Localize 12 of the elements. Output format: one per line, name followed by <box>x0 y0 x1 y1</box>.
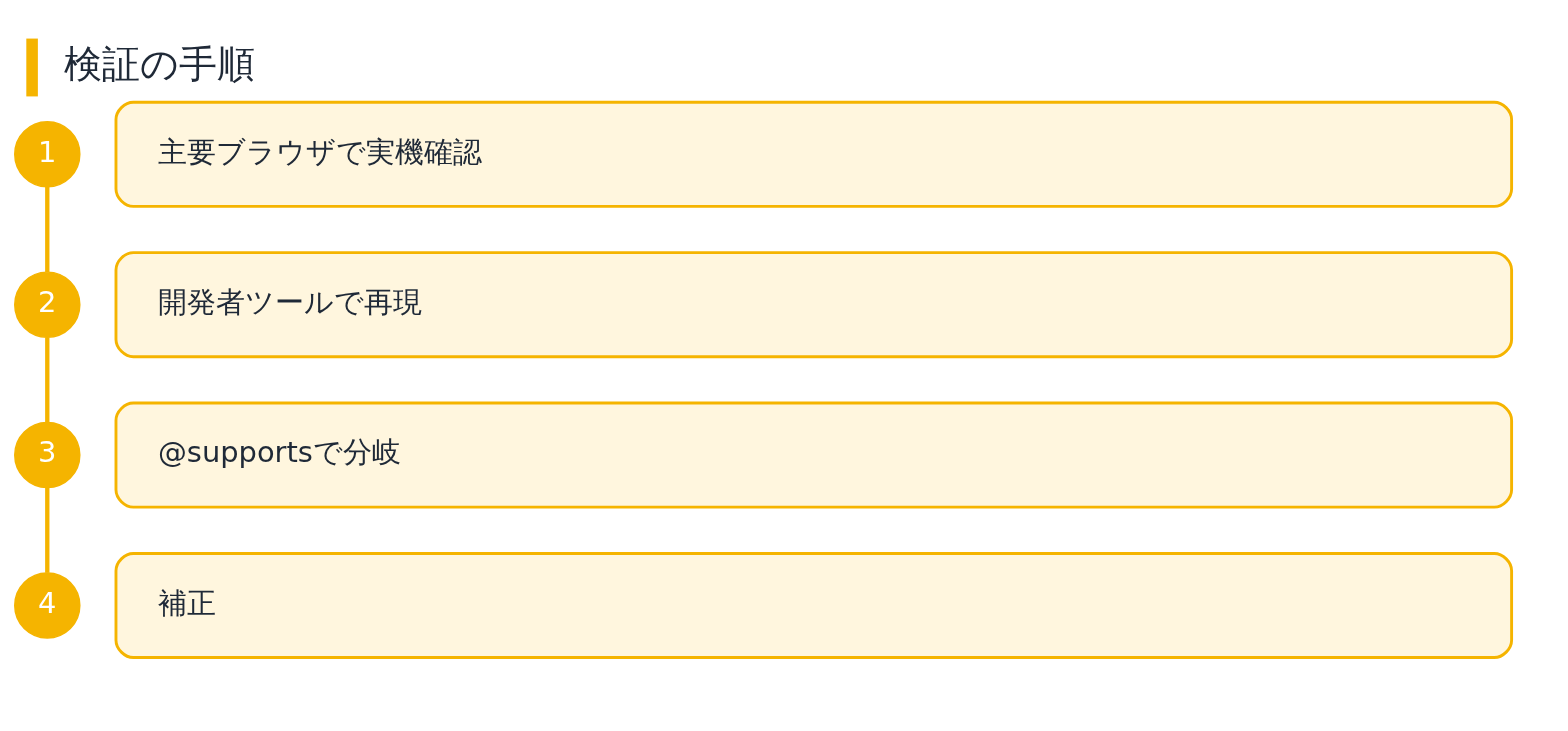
node-circle: 1 <box>14 120 81 188</box>
connector <box>45 336 50 422</box>
diagram-title: 検証の手順 <box>63 41 255 86</box>
node-box: 開発者ツールで再現 <box>114 250 1514 358</box>
connector <box>45 186 50 272</box>
node-circle: 3 <box>14 421 81 488</box>
node-box: @supportsで分岐 <box>114 401 1514 509</box>
connector <box>45 487 50 573</box>
node-box: 主要ブラウザで実機確認 <box>114 100 1514 208</box>
node-circle: 2 <box>14 270 81 338</box>
node-box: 補正 <box>114 551 1514 659</box>
node-circle: 4 <box>14 571 81 639</box>
